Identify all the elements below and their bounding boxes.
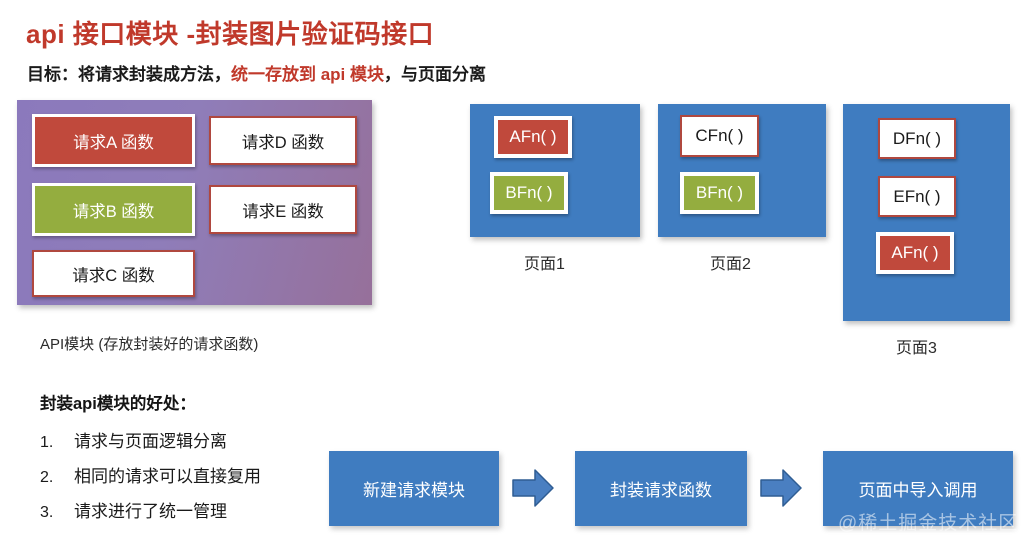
page-function-box: CFn( ): [680, 115, 759, 157]
api-function-box: 请求D 函数: [209, 116, 357, 165]
api-function-box: 请求B 函数: [32, 183, 195, 236]
watermark: @稀土掘金技术社区: [838, 513, 1019, 534]
flow-step-3: 页面中导入调用: [823, 451, 1013, 526]
benefits-list: 1. 请求与页面逻辑分离 2. 相同的请求可以直接复用 3. 请求进行了统一管理: [40, 425, 261, 530]
api-function-box: 请求C 函数: [32, 250, 195, 297]
list-item: 1. 请求与页面逻辑分离: [40, 425, 261, 460]
page-function-box: DFn( ): [878, 118, 956, 159]
list-item-number: 1.: [40, 434, 54, 451]
list-item: 3. 请求进行了统一管理: [40, 495, 261, 530]
subtitle-suffix: ，与页面分离: [384, 65, 487, 84]
page-box-1: AFn( ) BFn( ): [470, 104, 640, 237]
page-subtitle: 目标：将请求封装成方法，统一存放到 api 模块，与页面分离: [27, 60, 486, 85]
subtitle-highlight: 统一存放到 api 模块: [231, 65, 385, 84]
page-function-box: EFn( ): [878, 176, 956, 217]
page-box-2: CFn( ) BFn( ): [658, 104, 826, 237]
benefits-title: 封装api模块的好处：: [40, 395, 196, 413]
page-caption-2: 页面2: [710, 256, 751, 273]
list-item-label: 请求进行了统一管理: [74, 502, 227, 521]
list-item-number: 3.: [40, 504, 54, 521]
right-arrow-icon: [760, 469, 802, 507]
list-item-label: 请求与页面逻辑分离: [74, 432, 227, 451]
api-function-box: 请求E 函数: [209, 185, 357, 234]
page-caption-1: 页面1: [524, 256, 565, 273]
page-function-box: BFn( ): [490, 172, 568, 214]
list-item: 2. 相同的请求可以直接复用: [40, 460, 261, 495]
list-item-number: 2.: [40, 469, 54, 486]
page-function-box: AFn( ): [876, 232, 954, 274]
flow-step-2: 封装请求函数: [575, 451, 747, 526]
subtitle-prefix: 目标：将请求封装成方法，: [27, 65, 231, 84]
page-title: api 接口模块 -封装图片验证码接口: [26, 19, 435, 49]
flow-step-1: 新建请求模块: [329, 451, 499, 526]
list-item-label: 相同的请求可以直接复用: [74, 467, 261, 486]
api-module-caption: API模块 (存放封装好的请求函数): [40, 336, 259, 353]
right-arrow-icon: [512, 469, 554, 507]
page-box-3: DFn( ) EFn( ) AFn( ): [843, 104, 1010, 321]
api-function-box: 请求A 函数: [32, 114, 195, 167]
page-caption-3: 页面3: [896, 340, 937, 357]
api-module-container: 请求A 函数 请求B 函数 请求C 函数 请求D 函数 请求E 函数: [17, 100, 372, 305]
page-function-box: AFn( ): [494, 116, 572, 158]
page-function-box: BFn( ): [680, 172, 759, 214]
